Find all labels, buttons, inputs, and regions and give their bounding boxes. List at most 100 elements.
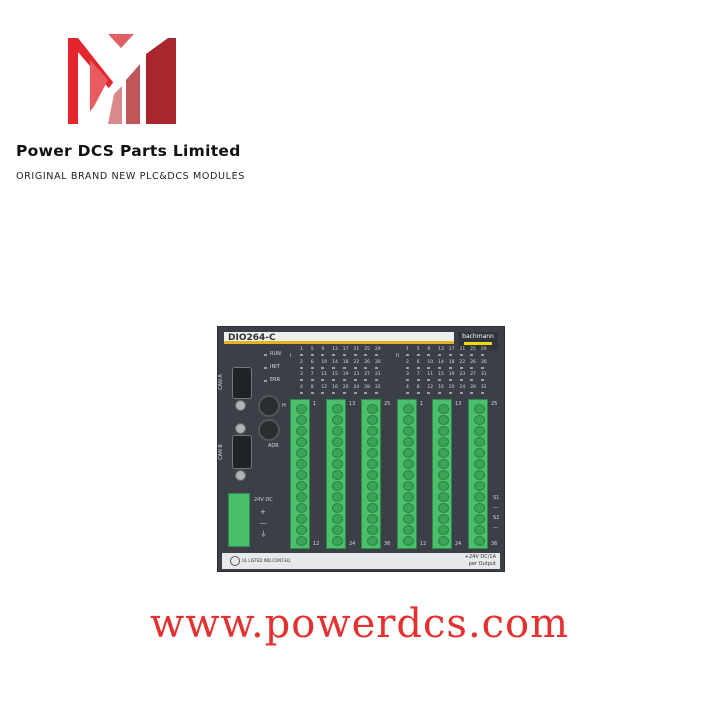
led-number: 22 xyxy=(459,359,466,365)
io-led xyxy=(438,366,442,369)
led-number: 20 xyxy=(448,384,455,390)
led-number: 11 xyxy=(321,372,328,377)
led-number: 20 xyxy=(342,384,349,390)
terminal-screw xyxy=(438,492,449,502)
terminal-screw xyxy=(296,503,307,513)
led-number: 12 xyxy=(321,384,328,390)
terminal-screw xyxy=(474,404,485,414)
led-number: 13 xyxy=(332,347,338,352)
terminal-screw xyxy=(332,459,343,469)
terminal-screw xyxy=(332,503,343,513)
io-led xyxy=(342,379,346,381)
terminal-screw xyxy=(367,481,378,491)
terminal-screw xyxy=(367,459,378,469)
io-led xyxy=(364,354,368,356)
rating-text-2: per Output xyxy=(468,561,496,567)
terminal-screw xyxy=(332,470,343,480)
side-label: — xyxy=(493,505,498,511)
io-led xyxy=(332,379,336,381)
terminal-bottom-label: 12 xyxy=(313,541,320,547)
terminal-screw xyxy=(296,481,307,491)
led-number: 3 xyxy=(406,372,409,377)
power-minus: — xyxy=(260,519,267,527)
io-led xyxy=(300,366,303,369)
led-number: 21 xyxy=(353,347,360,352)
led-number: 18 xyxy=(448,359,455,365)
terminal-screw xyxy=(403,525,414,535)
io-led xyxy=(342,354,346,356)
terminal-screw xyxy=(367,492,378,502)
terminal-screw xyxy=(296,459,307,469)
side-label: S1 xyxy=(493,495,500,501)
terminal-screw xyxy=(403,503,414,513)
terminal-screw xyxy=(367,426,378,436)
terminal-screw xyxy=(332,525,343,535)
led-number: 2 xyxy=(300,359,303,365)
terminal-screw xyxy=(438,437,449,447)
status-led-label: ERR xyxy=(270,377,281,383)
io-led xyxy=(300,354,303,356)
led-number: 10 xyxy=(427,359,434,365)
terminal-screw xyxy=(367,536,378,546)
io-led xyxy=(364,391,368,394)
led-number: 26 xyxy=(470,359,476,365)
terminal-screw xyxy=(332,514,343,524)
terminal-screw xyxy=(296,415,307,425)
status-led xyxy=(264,367,267,369)
led-number: 17 xyxy=(342,347,349,352)
io-led xyxy=(427,354,431,356)
io-led xyxy=(480,379,484,381)
terminal-screw xyxy=(438,503,449,513)
led-number: 25 xyxy=(364,347,370,352)
led-number: 16 xyxy=(438,384,444,390)
io-led xyxy=(353,366,357,369)
led-number: 29 xyxy=(480,347,487,352)
terminal-screw xyxy=(296,426,307,436)
led-number: 18 xyxy=(342,359,349,365)
terminal-screw xyxy=(403,492,414,502)
io-led xyxy=(406,354,409,356)
io-led xyxy=(416,354,420,356)
rotary-switch-address[interactable] xyxy=(258,419,280,441)
io-led xyxy=(332,354,336,356)
io-led xyxy=(459,391,463,394)
terminal-screw xyxy=(367,437,378,447)
terminal-screw xyxy=(403,514,414,524)
terminal-screw xyxy=(474,536,485,546)
io-led xyxy=(332,366,336,369)
terminal-screw xyxy=(474,459,485,469)
rotary-label: ADR xyxy=(268,443,279,449)
led-number: 10 xyxy=(321,359,328,365)
io-led xyxy=(427,391,431,394)
terminal-screw xyxy=(474,525,485,535)
terminal-screw xyxy=(367,470,378,480)
model-label: DIO264-C xyxy=(224,332,454,344)
io-led xyxy=(353,391,357,394)
io-led xyxy=(321,354,325,356)
terminal-screw xyxy=(438,404,449,414)
terminal-screw xyxy=(332,415,343,425)
rotary-switch-high[interactable] xyxy=(258,395,280,417)
led-number: 2 xyxy=(406,359,409,365)
power-connector xyxy=(228,493,250,547)
terminal-bottom-label: 24 xyxy=(349,541,356,547)
maker-name: bachmann xyxy=(462,333,494,340)
led-number: 6 xyxy=(310,359,314,365)
terminal-screw xyxy=(438,459,449,469)
terminal-screw xyxy=(367,503,378,513)
can-b-port xyxy=(232,435,252,469)
terminal-screw xyxy=(332,481,343,491)
terminal-block xyxy=(397,399,417,549)
maker-logo: bachmann xyxy=(458,332,498,350)
terminal-screw xyxy=(403,470,414,480)
led-number: 7 xyxy=(416,372,420,377)
watermark: www.powerdcs.com xyxy=(150,601,570,647)
io-led xyxy=(374,366,378,369)
terminal-screw xyxy=(438,426,449,436)
io-led xyxy=(480,366,484,369)
io-led xyxy=(321,379,325,381)
io-led xyxy=(459,379,463,381)
terminal-screw xyxy=(403,481,414,491)
status-led xyxy=(264,354,267,356)
